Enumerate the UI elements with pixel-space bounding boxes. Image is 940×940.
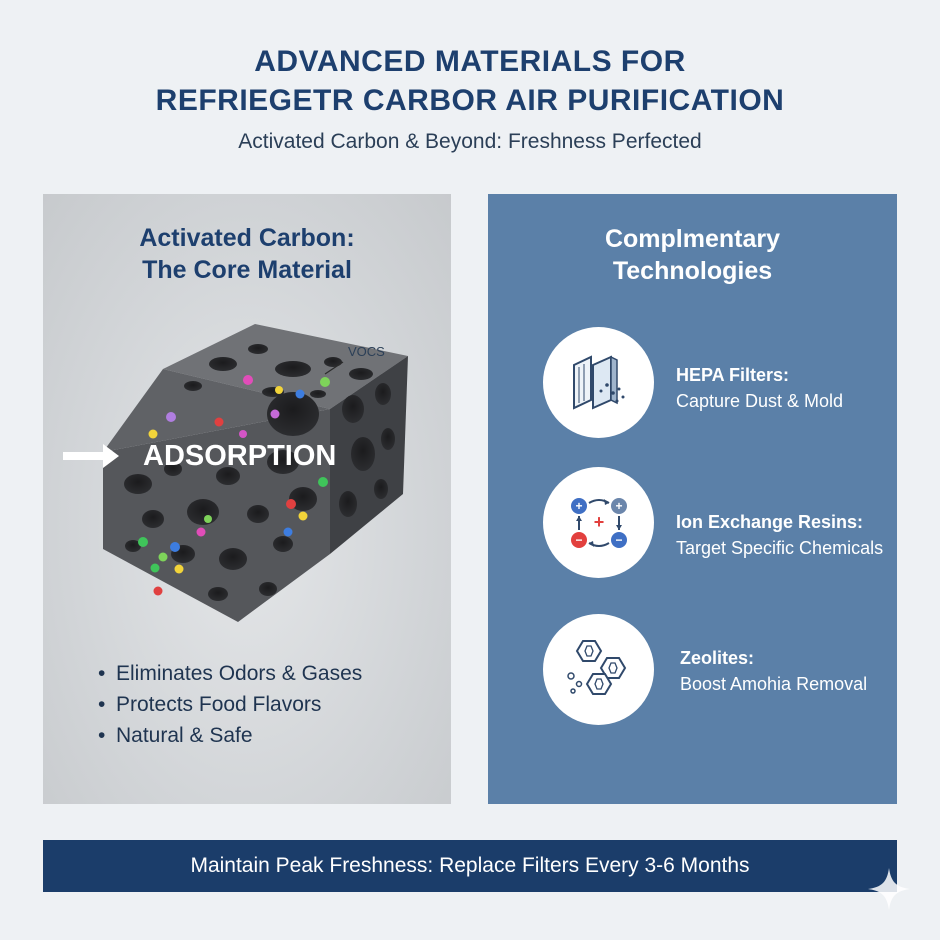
hepa-description: Capture Dust & Mold <box>676 391 844 411</box>
svg-text:−: − <box>575 533 582 547</box>
right-heading-line-1: Complmentary <box>604 225 781 253</box>
ion-exchange-title: Ion Exchange Resins: <box>676 512 864 532</box>
left-heading-line-1: Activated Carbon: <box>139 224 355 252</box>
ion-exchange-description: Target Specific Chemicals <box>676 538 884 558</box>
svg-text:+: + <box>615 499 622 513</box>
porous-carbon-block-icon: VOCS ADSORPTION <box>63 324 408 622</box>
zeolite-crystal-icon <box>543 614 654 725</box>
benefit-list: •Eliminates Odors & Gases •Protects Food… <box>98 658 362 751</box>
footer-banner: Maintain Peak Freshness: Replace Filters… <box>43 840 897 892</box>
adsorption-label: ADSORPTION <box>143 440 336 472</box>
zeolites-title: Zeolites: <box>680 648 755 668</box>
title-line-1: ADVANCED MATERIALS FOR <box>254 45 686 78</box>
sparkle-icon <box>868 868 910 910</box>
right-heading-line-2: Technologies <box>612 257 773 285</box>
vocs-label: VOCS <box>348 344 385 359</box>
activated-carbon-panel: Activated Carbon: The Core Material <box>43 194 451 804</box>
svg-text:+: + <box>594 512 605 532</box>
arrow-right-icon <box>63 444 119 468</box>
title-line-2: REFRIEGETR CARBOR AIR PURIFICATION <box>155 84 785 117</box>
footer-text: Maintain Peak Freshness: Replace Filters… <box>190 854 750 877</box>
list-item: •Natural & Safe <box>98 724 253 747</box>
complementary-tech-panel: Complmentary Technologies HEPA Filters: … <box>488 194 897 804</box>
left-heading-line-2: The Core Material <box>142 256 352 284</box>
svg-text:+: + <box>575 499 582 513</box>
svg-text:−: − <box>615 533 622 547</box>
hepa-title: HEPA Filters: <box>676 365 790 385</box>
ion-exchange-icon: + + − − + <box>543 467 654 578</box>
subtitle: Activated Carbon & Beyond: Freshness Per… <box>238 130 702 153</box>
hepa-filter-icon <box>543 327 654 438</box>
list-item: •Eliminates Odors & Gases <box>98 662 363 685</box>
list-item: •Protects Food Flavors <box>98 693 322 716</box>
zeolites-description: Boost Amohia Removal <box>680 674 868 694</box>
